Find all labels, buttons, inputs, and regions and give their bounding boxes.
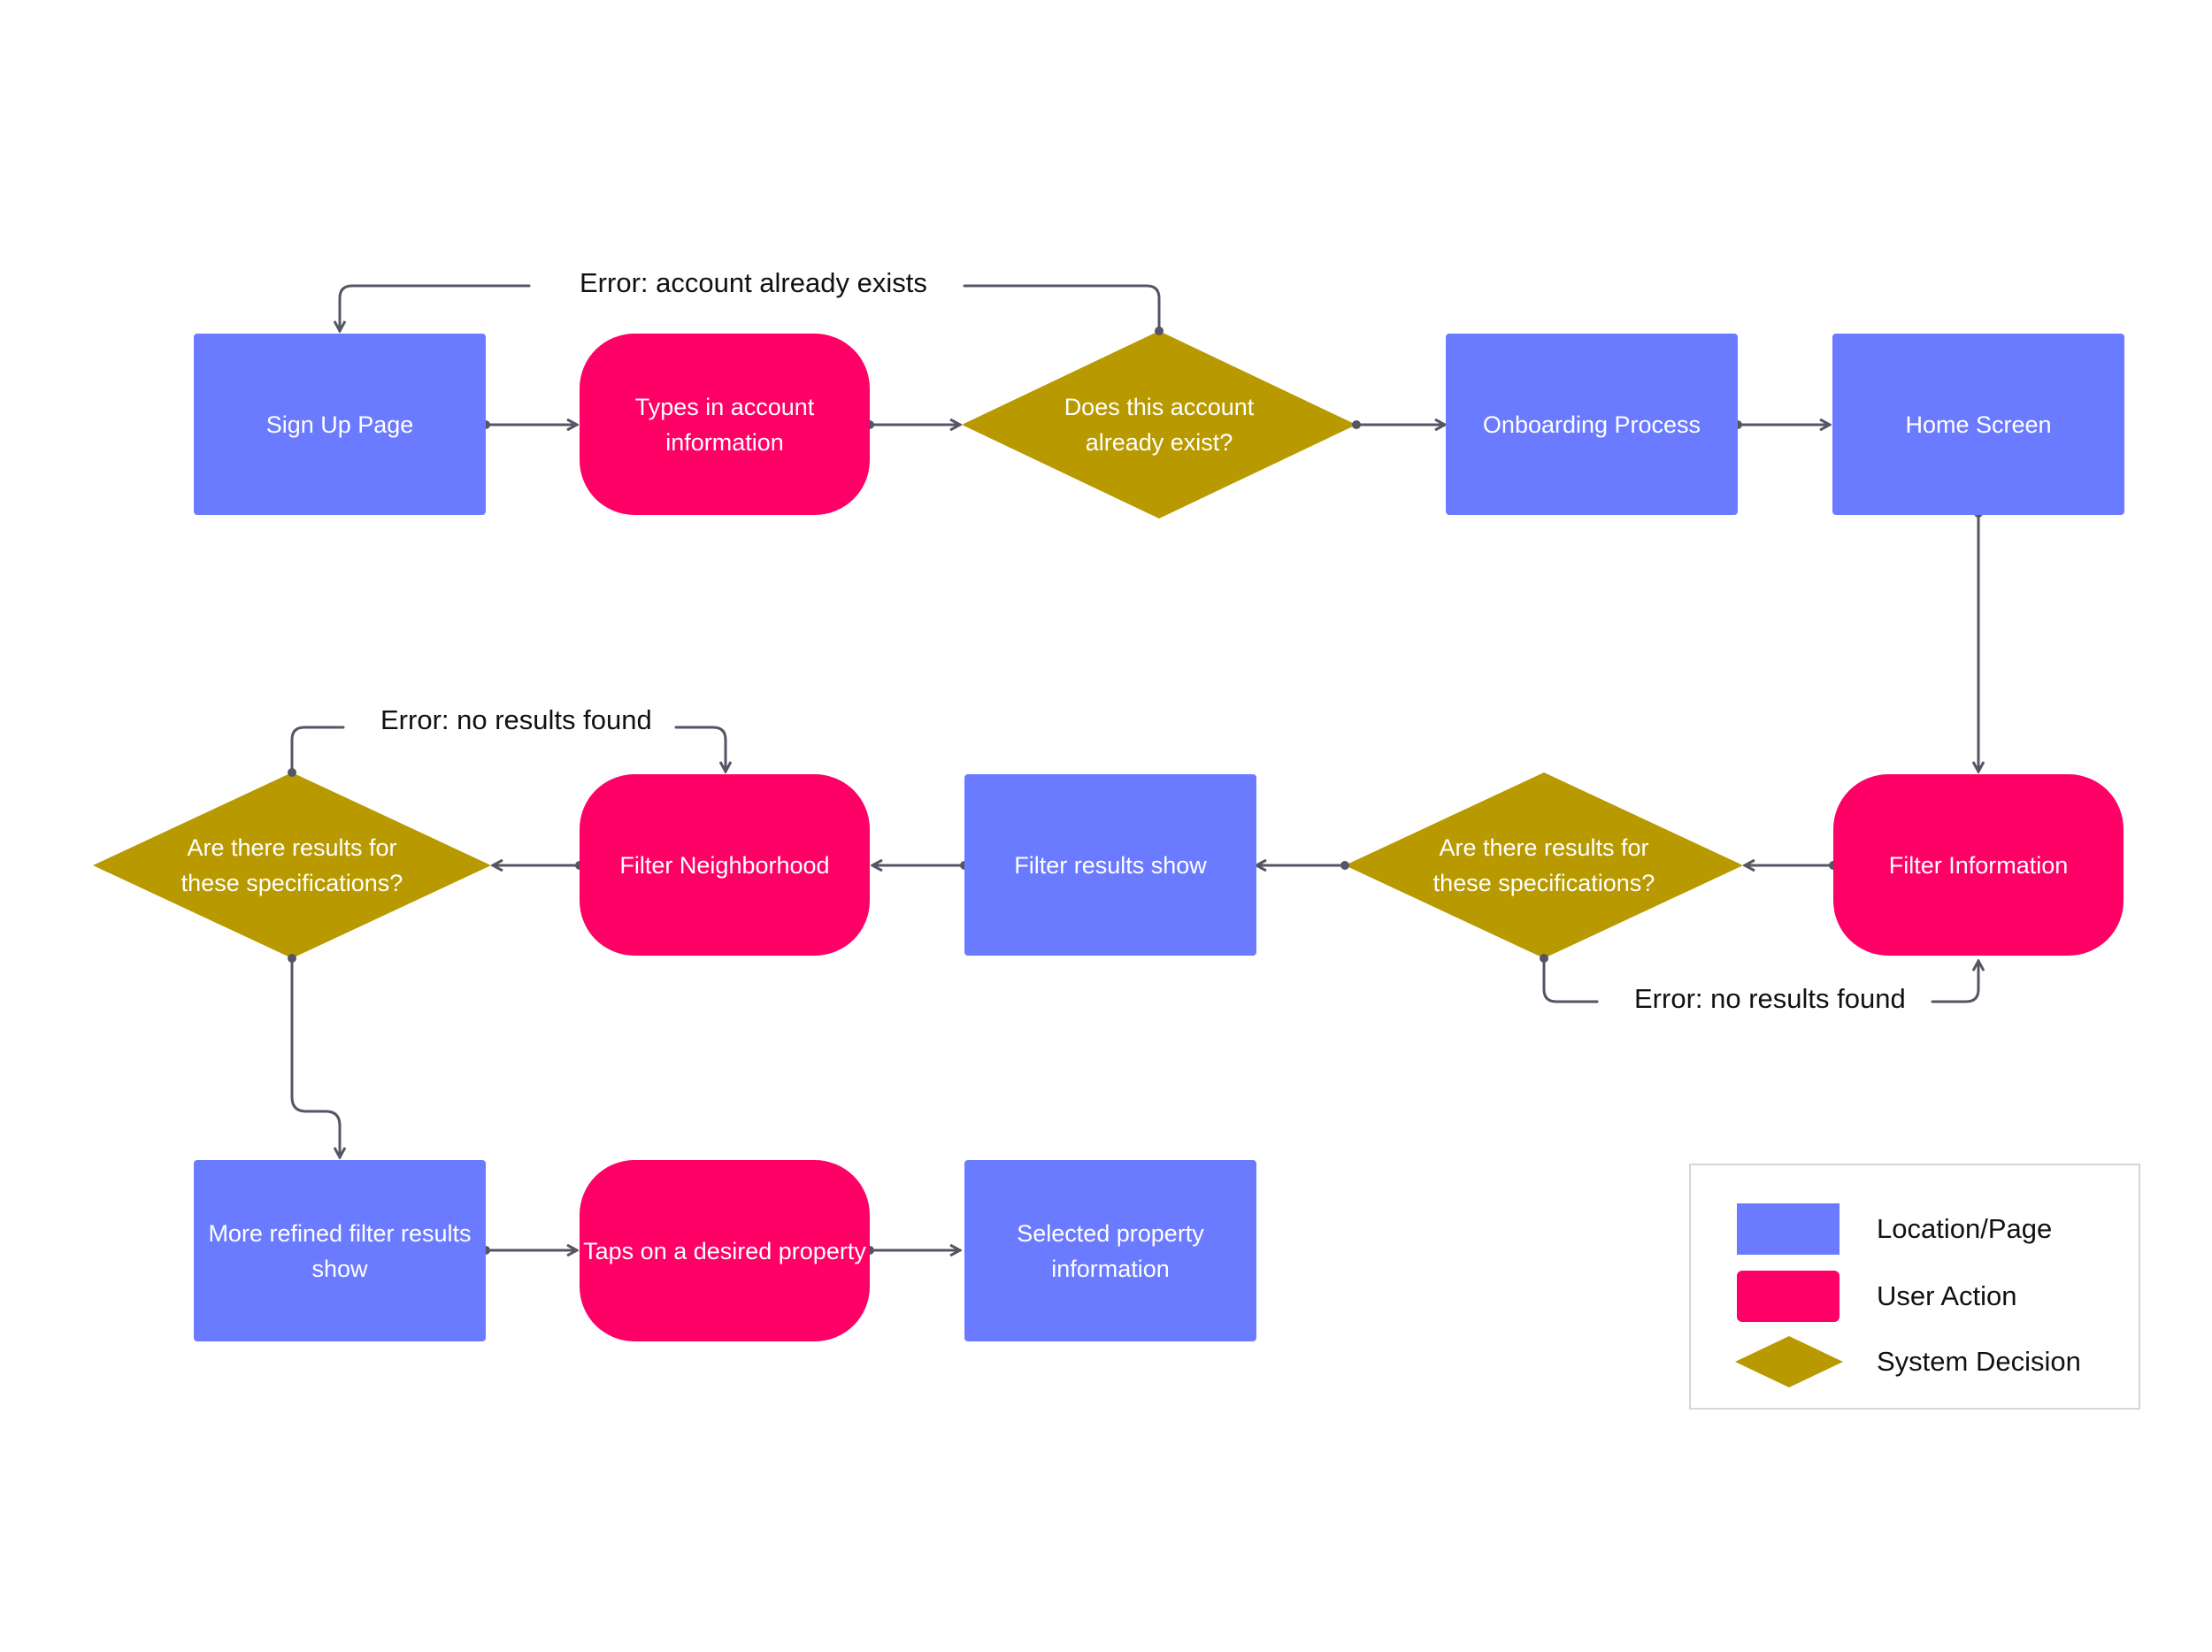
filter-neighborhood-node[interactable]: Filter Neighborhood	[580, 774, 870, 956]
legend-label: Location/Page	[1877, 1213, 2053, 1244]
legend-rounded-swatch	[1737, 1271, 1839, 1322]
results-decision-1-label: Are there results for these specificatio…	[1432, 834, 1655, 896]
onboarding-process-node[interactable]: Onboarding Process	[1446, 334, 1738, 515]
error-account-exists-label: Error: account already exists	[580, 266, 927, 300]
legend-rectangle-swatch	[1737, 1203, 1839, 1255]
error-no-results-bottom-label: Error: no results found	[1634, 982, 1906, 1016]
legend: Location/Page User Action System Decisio…	[1689, 1164, 2140, 1410]
edge-error-no-results-top	[290, 726, 726, 772]
edge-error-account-exists	[340, 284, 1161, 331]
account-exists-decision-label: Does this account already exist?	[1064, 394, 1255, 456]
legend-label: User Action	[1877, 1280, 2017, 1311]
sign-up-page-node[interactable]: Sign Up Page	[194, 334, 486, 515]
selected-property-info-node[interactable]: Selected property information	[964, 1160, 1256, 1341]
results-decision-2-label: Are there results for these specificatio…	[180, 834, 403, 896]
results-diamond-2[interactable]	[93, 772, 491, 958]
refined-filter-results-node[interactable]: More refined filter results show	[194, 1160, 486, 1341]
legend-diamond-swatch	[1735, 1336, 1843, 1387]
edge-error-no-results-bottom	[1542, 958, 1978, 1003]
filter-information-node[interactable]: Filter Information	[1833, 774, 2124, 956]
results-diamond-1[interactable]	[1345, 772, 1743, 958]
legend-item-system-decision: System Decision	[1691, 1335, 2139, 1388]
filter-results-show-node[interactable]: Filter results show	[964, 774, 1256, 956]
home-screen-node[interactable]: Home Screen	[1832, 334, 2124, 515]
edge-decision2-to-refined	[290, 957, 340, 1157]
legend-item-location-page: Location/Page	[1691, 1203, 2139, 1256]
account-exists-diamond[interactable]	[962, 331, 1356, 519]
legend-label: System Decision	[1877, 1346, 2081, 1377]
legend-item-user-action: User Action	[1691, 1270, 2139, 1323]
types-account-info-node[interactable]: Types in account information	[580, 334, 870, 515]
taps-desired-property-node[interactable]: Taps on a desired property	[580, 1160, 870, 1341]
error-no-results-top-label: Error: no results found	[380, 703, 652, 737]
